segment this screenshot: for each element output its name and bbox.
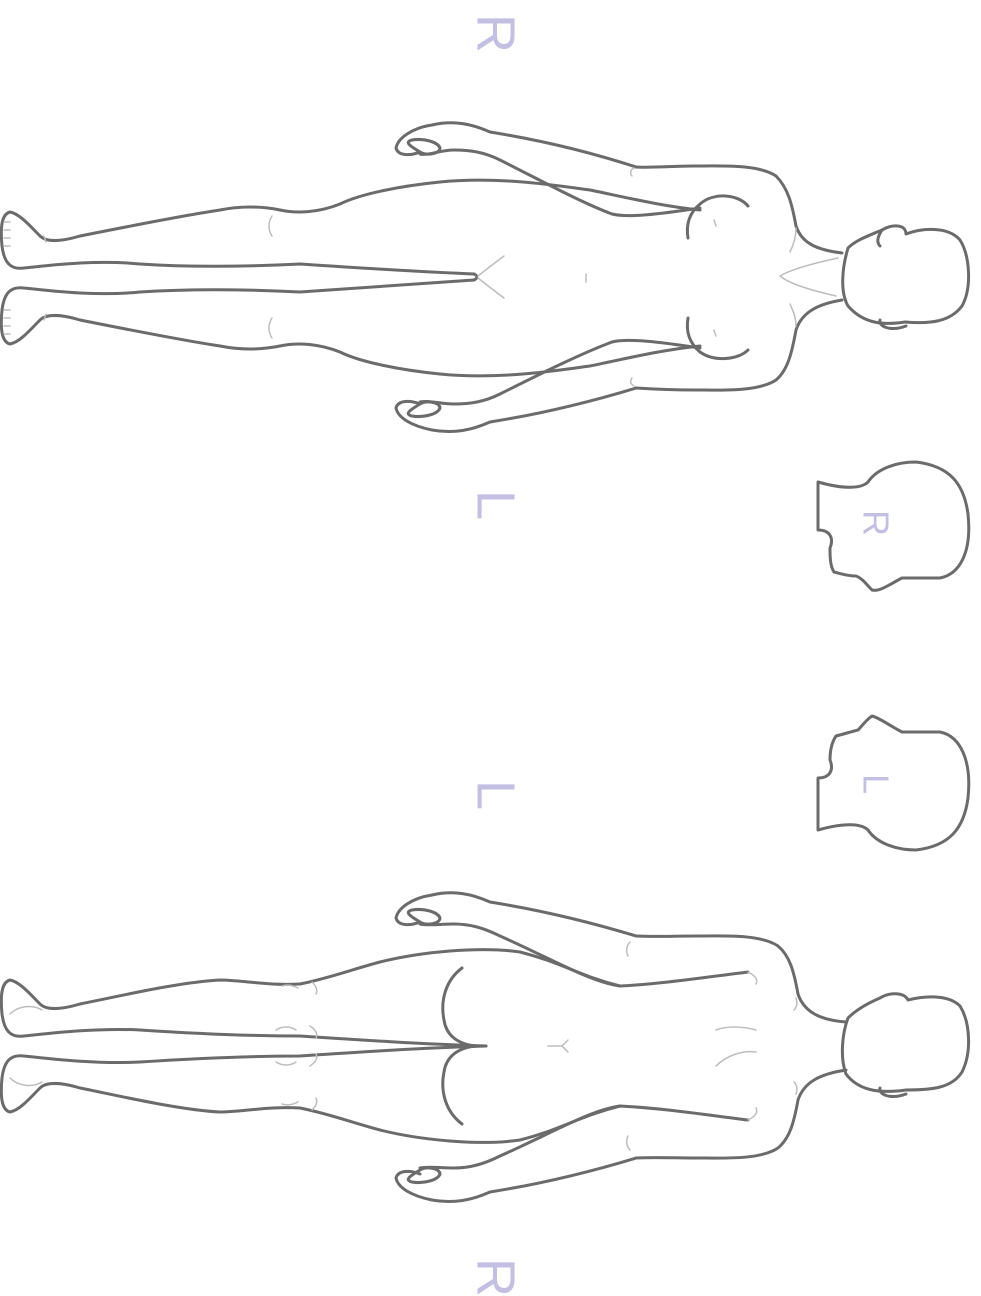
front-neck-detail-bottom <box>790 304 796 326</box>
label-front-left: L <box>466 490 526 520</box>
front-elbow-top <box>631 168 634 176</box>
back-neck-detail-top <box>794 998 797 1010</box>
front-hand-top-thumb <box>408 139 440 154</box>
front-view-figure <box>1 123 968 432</box>
back-torso-bottom <box>636 1070 846 1158</box>
back-neck-detail-bottom <box>794 1082 797 1094</box>
back-head-outline <box>842 994 968 1092</box>
back-hand-bottom-thumb <box>408 1168 440 1183</box>
front-breast-bottom <box>687 318 748 359</box>
front-hip-bottom <box>280 344 700 376</box>
back-leg-bottom-outer <box>1 1046 486 1112</box>
front-groin-top <box>478 256 504 276</box>
front-hip-top <box>280 180 700 212</box>
front-leg-top-outer <box>1 207 474 274</box>
back-armpit-bottom <box>748 1108 757 1120</box>
front-hand-bottom-thumb <box>408 402 440 417</box>
back-elbow-top <box>627 942 630 956</box>
front-head-outline <box>843 226 969 324</box>
label-front-right: R <box>466 14 526 53</box>
back-scapula-top <box>716 1027 756 1030</box>
back-scapula-bottom <box>716 1052 756 1066</box>
back-armpit-top <box>748 972 757 984</box>
back-heel-bottom <box>10 1078 42 1085</box>
front-leg-bottom-outer <box>1 280 474 349</box>
front-groin-bottom <box>478 278 504 298</box>
back-leg-top-outer <box>1 980 486 1046</box>
front-elbow-bottom <box>631 378 634 386</box>
front-torso-top <box>636 166 842 253</box>
back-spine-detail <box>548 1040 568 1052</box>
front-neck-detail-top <box>790 228 796 252</box>
label-head-left: L <box>856 774 897 794</box>
front-ankle-top <box>44 236 46 242</box>
front-knee-top <box>269 216 272 236</box>
front-knee-bottom <box>269 318 272 338</box>
front-arm-bottom-inner <box>420 340 700 404</box>
front-arm-top-outer <box>396 123 636 167</box>
back-heel-top <box>10 1007 42 1014</box>
back-view-figure <box>1 893 968 1202</box>
label-back-right: R <box>466 1258 526 1296</box>
front-arm-top-inner <box>420 150 700 216</box>
back-hand-top-thumb <box>408 909 440 924</box>
front-nipple-bottom <box>714 330 716 336</box>
back-arm-top-outer <box>396 893 636 936</box>
label-back-left: L <box>466 780 526 810</box>
back-arm-top-inner <box>420 924 748 986</box>
front-toes-top <box>4 222 10 246</box>
label-head-right: R <box>856 510 897 536</box>
front-clavicle-detail <box>780 258 838 296</box>
back-torso-top <box>636 936 846 1022</box>
back-buttock-top <box>443 968 476 1046</box>
front-torso-bottom <box>636 300 842 390</box>
front-ankle-bottom <box>44 314 46 320</box>
front-breast-top <box>687 196 748 238</box>
front-nipple-top <box>714 220 716 226</box>
front-arm-bottom-outer <box>396 388 636 432</box>
front-toes-bottom <box>4 310 10 334</box>
back-buttock-bottom <box>443 1046 476 1124</box>
front-crotch <box>474 274 477 280</box>
back-elbow-bottom <box>627 1136 630 1150</box>
